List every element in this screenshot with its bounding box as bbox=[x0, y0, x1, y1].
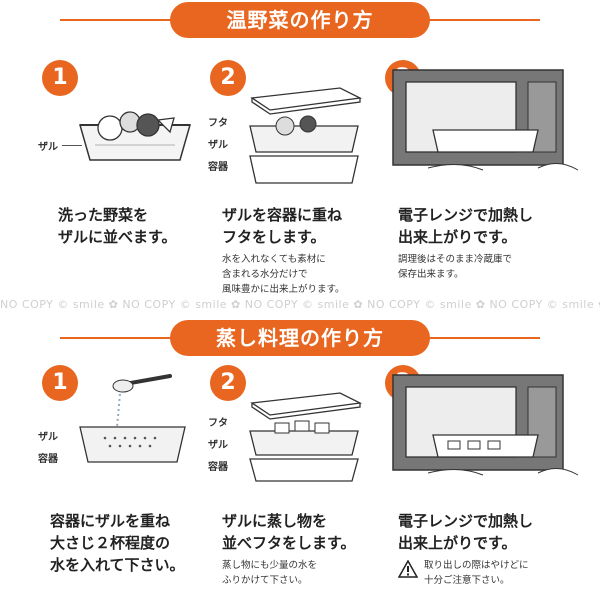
step-number-1: 1 bbox=[42, 60, 78, 96]
step-text-2: ザルを容器に重ね フタをします。 bbox=[222, 206, 343, 246]
section-title-onyasai: 温野菜の作り方 bbox=[170, 2, 430, 38]
step-note-2: 水を入れなくても素材に 含まれる水分だけで 風味豊かに出来上がります。 bbox=[222, 254, 345, 295]
tag-container: 容器 bbox=[208, 162, 228, 173]
step-number-2: 2 bbox=[210, 365, 246, 401]
stacked-container-dumplings-illustration bbox=[249, 392, 363, 482]
section-title-mushiryori: 蒸し料理の作り方 bbox=[170, 320, 430, 356]
step-number-1: 1 bbox=[42, 365, 78, 401]
tag-lid: フタ bbox=[208, 418, 228, 429]
step-text-3: 電子レンジで加熱し 出来上がりです。 bbox=[398, 512, 534, 552]
stacked-container-illustration bbox=[249, 87, 363, 184]
warning-icon bbox=[398, 560, 418, 578]
tag-colander: ザル bbox=[38, 432, 58, 443]
section-header-mushiryori: 蒸し料理の作り方 bbox=[0, 318, 600, 358]
step-text-3: 電子レンジで加熱し 出来上がりです。 bbox=[398, 206, 534, 246]
step-text-1: 容器にザルを重ね 大さじ２杯程度の 水を入れて下さい。 bbox=[50, 512, 185, 574]
microwave-illustration bbox=[392, 374, 579, 476]
section-header-onyasai: 温野菜の作り方 bbox=[0, 0, 600, 40]
tag-lid: フタ bbox=[208, 118, 228, 129]
microwave-illustration bbox=[392, 69, 579, 171]
tag-container: 容器 bbox=[38, 454, 58, 465]
step-note-2: 蒸し物にも少量の水を ふりかけて下さい。 bbox=[222, 560, 318, 586]
tag-colander: ザル bbox=[38, 142, 58, 153]
tag-leader-line bbox=[62, 145, 82, 146]
header-divider-left bbox=[60, 19, 180, 21]
tag-colander: ザル bbox=[208, 440, 228, 451]
tag-container: 容器 bbox=[208, 462, 228, 473]
step-note-3: 調理後はそのまま冷蔵庫で 保存出来ます。 bbox=[398, 254, 513, 280]
header-divider-left bbox=[60, 337, 180, 339]
pouring-water-illustration bbox=[79, 374, 186, 463]
tag-colander: ザル bbox=[208, 140, 228, 151]
step-text-1: 洗った野菜を ザルに並べます。 bbox=[58, 206, 177, 246]
step-number-2: 2 bbox=[210, 60, 246, 96]
colander-with-vegetables-illustration bbox=[79, 111, 191, 161]
step-note-3: 取り出しの際はやけどに 十分ご注意下さい。 bbox=[424, 560, 529, 586]
header-divider-right bbox=[420, 337, 540, 339]
step-text-2: ザルに蒸し物を 並べフタをします。 bbox=[222, 512, 356, 552]
copy-watermark: NO COPY © smile ✿ NO COPY © smile ✿ NO C… bbox=[0, 298, 600, 311]
header-divider-right bbox=[420, 19, 540, 21]
